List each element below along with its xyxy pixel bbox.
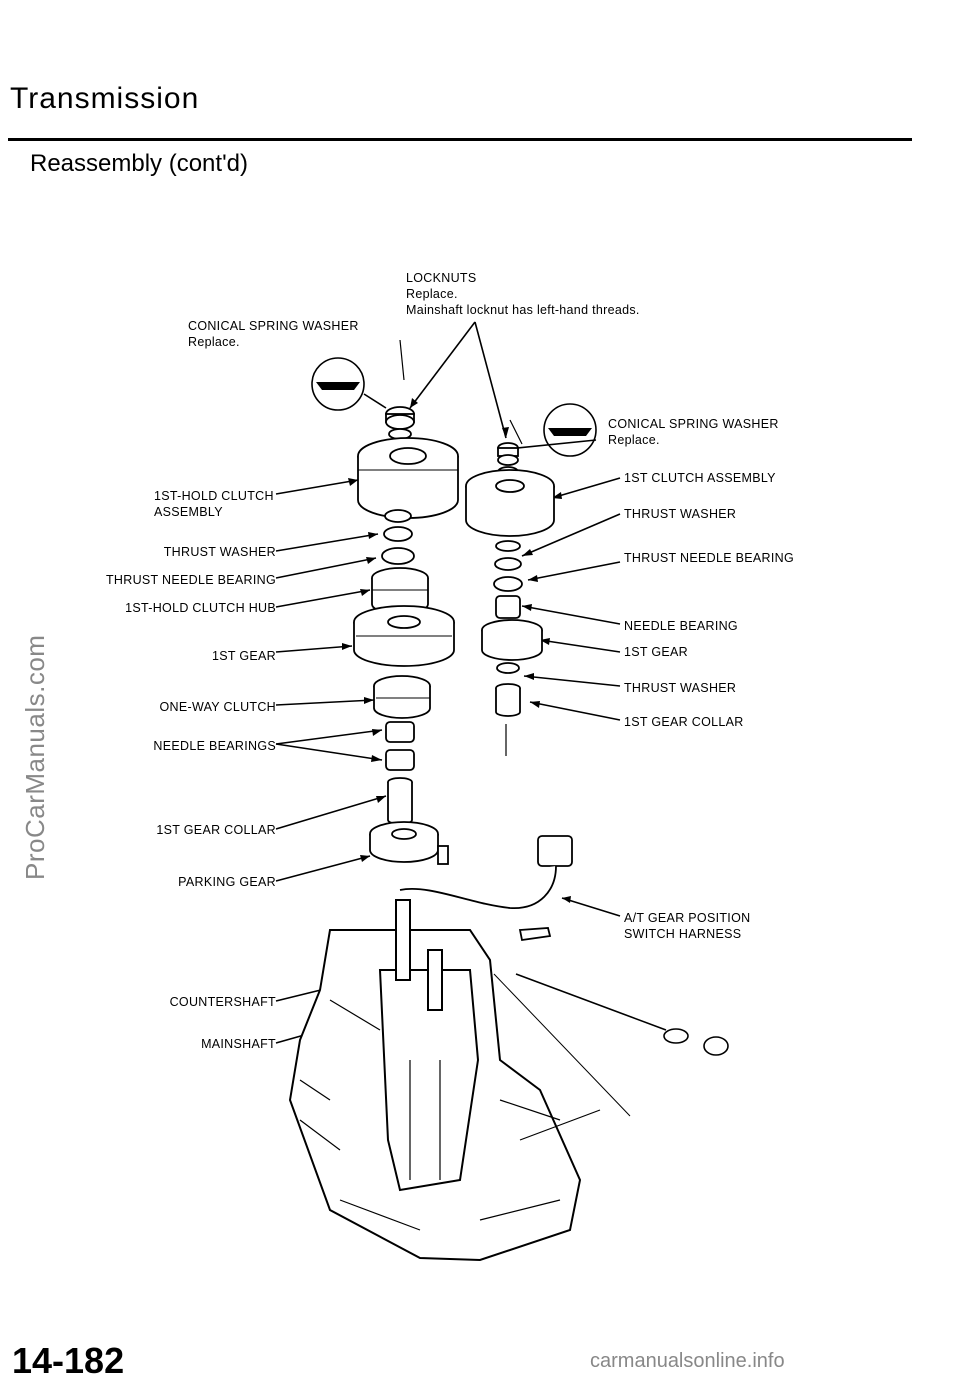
label-countershaft: COUNTERSHAFT bbox=[169, 995, 276, 1009]
label-1st-gear-right: 1ST GEAR bbox=[624, 645, 688, 659]
label-needle-bearings: NEEDLE BEARINGS bbox=[153, 739, 276, 753]
label-1st-gear-left: 1ST GEAR bbox=[212, 649, 276, 663]
label-thrust-needle-bearing-left: THRUST NEEDLE BEARING bbox=[106, 573, 276, 587]
label-thrust-washer-left: THRUST WASHER bbox=[163, 545, 276, 559]
label-parking-gear: PARKING GEAR bbox=[178, 875, 276, 889]
label-thrust-needle-bearing-right: THRUST NEEDLE BEARING bbox=[624, 551, 794, 565]
label-1st-gear-collar-right: 1ST GEAR COLLAR bbox=[624, 715, 744, 729]
label-locknuts: LOCKNUTS Replace. Mainshaft locknut has … bbox=[406, 271, 640, 317]
title-rule bbox=[8, 138, 912, 141]
label-thrust-washer-right-1: THRUST WASHER bbox=[624, 507, 737, 521]
label-1st-hold-clutch-assembly: 1ST-HOLD CLUTCH ASSEMBLY bbox=[154, 489, 274, 519]
label-needle-bearing-right: NEEDLE BEARING bbox=[624, 619, 738, 633]
label-one-way-clutch: ONE-WAY CLUTCH bbox=[159, 700, 276, 714]
label-at-gear-position-switch-harness: A/T GEAR POSITION SWITCH HARNESS bbox=[624, 911, 751, 941]
side-watermark: ProCarManuals.com bbox=[20, 634, 50, 880]
label-thrust-washer-right-2: THRUST WASHER bbox=[624, 681, 737, 695]
label-1st-hold-clutch-hub: 1ST-HOLD CLUTCH HUB bbox=[125, 601, 276, 615]
label-mainshaft: MAINSHAFT bbox=[201, 1037, 276, 1051]
page-subtitle: Reassembly (cont'd) bbox=[30, 150, 248, 177]
label-conical-spring-washer-left: CONICAL SPRING WASHER Replace. bbox=[188, 319, 359, 349]
footer-watermark: carmanualsonline.info bbox=[590, 1350, 785, 1372]
label-1st-gear-collar-left: 1ST GEAR COLLAR bbox=[156, 823, 276, 837]
page-title: Transmission bbox=[10, 82, 200, 115]
label-1st-clutch-assembly: 1ST CLUTCH ASSEMBLY bbox=[624, 471, 776, 485]
page-number: 14-182 bbox=[12, 1340, 125, 1381]
label-conical-spring-washer-right: CONICAL SPRING WASHER Replace. bbox=[608, 417, 779, 447]
